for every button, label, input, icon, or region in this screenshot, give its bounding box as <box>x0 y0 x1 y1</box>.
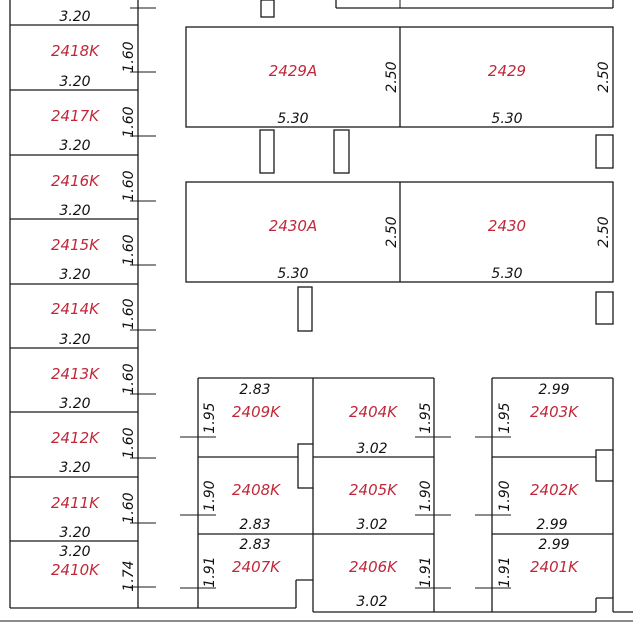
dim-width: 3.02 <box>356 594 387 610</box>
room-block-2409k-2406k <box>180 377 451 612</box>
room-label-2430a: 2430A <box>269 217 317 235</box>
dim-width: 2.83 <box>239 537 270 553</box>
columns <box>259 129 614 489</box>
left-column-walls <box>9 0 156 608</box>
dim-height: 2.50 <box>384 61 400 92</box>
dim-height: 1.60 <box>121 427 137 458</box>
dim-height: 1.60 <box>121 41 137 72</box>
room-block-2403k-2401k <box>475 377 614 612</box>
room-label-2409k: 2409K <box>232 403 281 421</box>
outer-walls <box>0 0 633 622</box>
room-label-2415k: 2415K <box>51 236 100 254</box>
dim-width: 3.02 <box>356 517 387 533</box>
dim-width: 3.20 <box>59 525 90 541</box>
room-block-2430 <box>185 181 614 283</box>
room-label-2401k: 2401K <box>530 558 579 576</box>
dim-width: 2.99 <box>536 517 567 533</box>
dim-width: 3.20 <box>59 544 90 560</box>
dim-height: 1.91 <box>202 556 218 587</box>
room-label-2429a: 2429A <box>269 62 317 80</box>
dim-height: 1.91 <box>497 556 513 587</box>
dim-height: 1.60 <box>121 363 137 394</box>
dim-width: 2.99 <box>538 537 569 553</box>
dim-height: 1.60 <box>121 492 137 523</box>
dim-width: 3.02 <box>356 441 387 457</box>
dim-width: 2.99 <box>538 382 569 398</box>
dim-width: 5.30 <box>277 111 308 127</box>
dim-height: 1.60 <box>121 106 137 137</box>
dim-width: 3.20 <box>59 138 90 154</box>
room-label-2414k: 2414K <box>51 300 100 318</box>
dim-width: 2.83 <box>239 382 270 398</box>
dim-height: 1.95 <box>418 402 434 433</box>
dim-height: 1.95 <box>202 402 218 433</box>
dim-height: 1.60 <box>121 170 137 201</box>
dim-width: 5.30 <box>491 266 522 282</box>
dim-width: 3.20 <box>59 267 90 283</box>
room-label-2416k: 2416K <box>51 172 100 190</box>
room-label-2410k: 2410K <box>51 561 100 579</box>
dim-height: 1.90 <box>497 480 513 511</box>
dim-width: 3.20 <box>59 396 90 412</box>
dim-height: 1.90 <box>202 480 218 511</box>
room-label-2411k: 2411K <box>51 494 100 512</box>
dim-height: 1.91 <box>418 556 434 587</box>
room-label-2430: 2430 <box>488 217 526 235</box>
dim-width: 5.30 <box>277 266 308 282</box>
dim-width: 3.20 <box>59 332 90 348</box>
room-label-2406k: 2406K <box>349 558 398 576</box>
dim-height: 2.50 <box>596 61 612 92</box>
room-label-2418k: 2418K <box>51 42 100 60</box>
room-label-2405k: 2405K <box>349 481 398 499</box>
dim-width: 2.83 <box>239 517 270 533</box>
dim-height: 1.95 <box>497 402 513 433</box>
dim-height: 1.74 <box>121 560 137 591</box>
dim-height: 1.60 <box>121 234 137 265</box>
room-label-2412k: 2412K <box>51 429 100 447</box>
dim-width: 3.20 <box>59 74 90 90</box>
dim-width: 5.30 <box>491 111 522 127</box>
room-label-2404k: 2404K <box>349 403 398 421</box>
dim-width: 3.20 <box>59 203 90 219</box>
room-label-2402k: 2402K <box>530 481 579 499</box>
dim-height: 1.90 <box>418 480 434 511</box>
room-label-2429: 2429 <box>488 62 526 80</box>
dim-width: 3.20 <box>59 9 90 25</box>
room-label-2413k: 2413K <box>51 365 100 383</box>
dim-height: 2.50 <box>596 216 612 247</box>
dim-height: 1.60 <box>121 298 137 329</box>
room-label-2417k: 2417K <box>51 107 100 125</box>
dim-height: 2.50 <box>384 216 400 247</box>
room-label-2407k: 2407K <box>232 558 281 576</box>
room-label-2408k: 2408K <box>232 481 281 499</box>
dim-width: 3.20 <box>59 460 90 476</box>
room-label-2403k: 2403K <box>530 403 579 421</box>
room-block-2429 <box>185 26 614 128</box>
